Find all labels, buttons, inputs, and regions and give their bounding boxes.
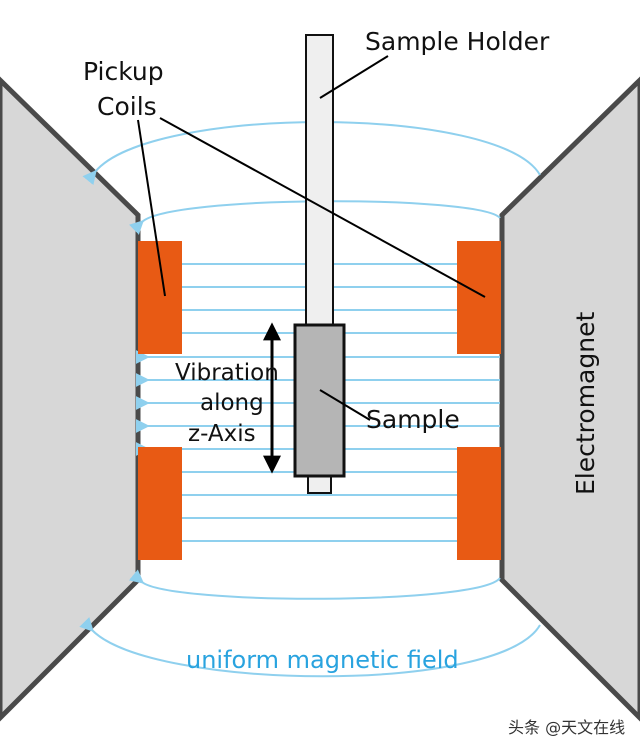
sample-label: Sample [366, 405, 460, 434]
pickup-coils-label-line1: Pickup [83, 57, 164, 86]
pickup-coil-bottom-left [138, 447, 182, 560]
watermark-text: 头条 @天文在线 [508, 718, 625, 737]
sample-holder-rod [305, 34, 334, 326]
pickup-coil-top-right [457, 241, 501, 354]
sample-holder-label: Sample Holder [365, 27, 550, 56]
sample-holder-tip [307, 475, 332, 494]
vibration-label-line3: z-Axis [188, 421, 256, 447]
right-magnet-pole [499, 76, 640, 722]
pickup-coil-bottom-right [457, 447, 501, 560]
vibration-label-line1: Vibration [175, 360, 279, 386]
vibration-label-line2: along [200, 390, 264, 416]
left-magnet-pole [0, 76, 141, 722]
field-label: uniform magnetic field [186, 646, 459, 674]
pickup-coils-label-line2: Coils [97, 92, 157, 121]
electromagnet-label: Electromagnet [571, 312, 600, 495]
leader-lines [137, 55, 486, 421]
